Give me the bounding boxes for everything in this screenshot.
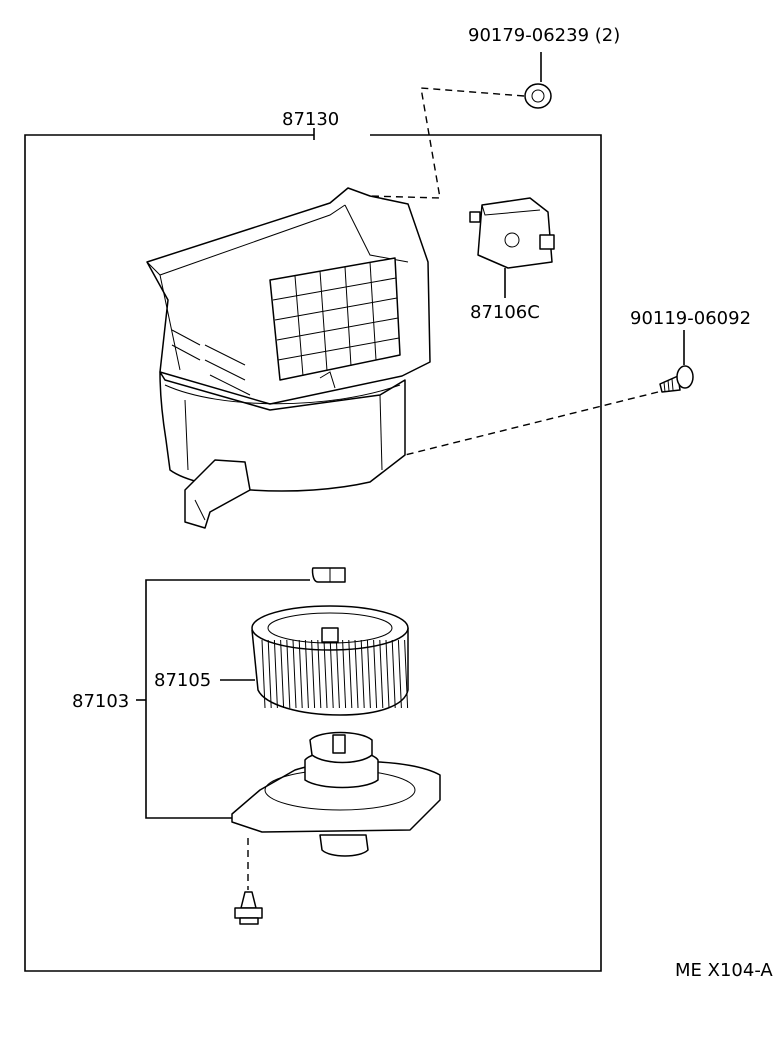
screw-dash-leader [404,391,659,456]
label-code: ME X104-A [675,960,773,981]
nut-part [524,52,552,109]
screw-part [659,330,694,393]
servo-motor [469,197,555,298]
motor-screw-part [234,891,263,925]
blower-housing [146,187,431,529]
fan-wheel [220,605,409,716]
label-servo: 87106C [470,302,540,323]
label-screw: 90119-06092 [630,308,751,329]
label-nut: 90179-06239 (2) [468,25,620,46]
label-fan: 87105 [154,670,211,691]
blower-motor [231,731,441,857]
frame-box [24,134,602,972]
label-blower-assy: 87103 [72,691,129,712]
label-housing: 87130 [282,109,339,130]
blower-assy-bracket [145,579,310,819]
clip-part [311,567,346,583]
nut-dash-leader [369,87,525,199]
